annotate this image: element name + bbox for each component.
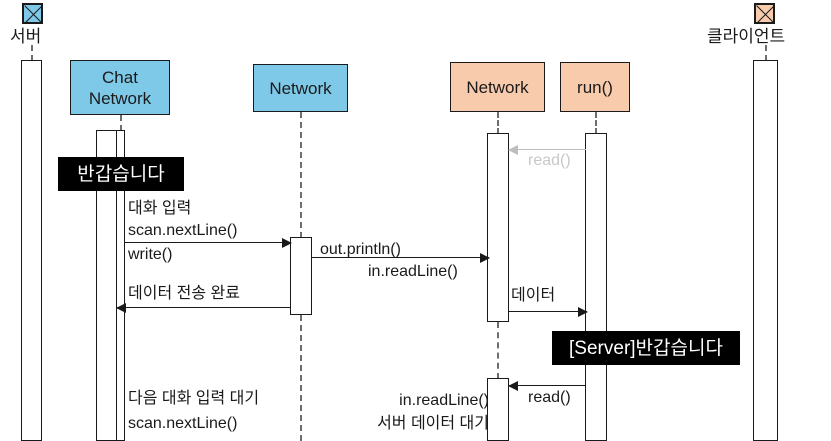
lifeline-server-network-lower [300, 315, 302, 441]
participant-client-network[interactable]: Network [450, 62, 545, 112]
console-output-client: [Server]반갑습니다 [552, 331, 740, 365]
activation-server-network [290, 237, 312, 315]
message-read-initial[interactable] [508, 145, 586, 155]
lifeline-server-network [300, 112, 302, 238]
lifeline-client [765, 45, 767, 61]
participant-label-line1: Network [269, 78, 332, 98]
participant-label-line1: Network [466, 77, 529, 97]
actor-client-label: 클라이언트 [707, 27, 786, 46]
message-out-println-label: out.println() [320, 241, 401, 258]
activation-client-run [585, 133, 607, 441]
activation-client-network [487, 133, 509, 322]
lifeline-server [31, 45, 33, 61]
note-wait-server-data-line2: 서버 데이터 대기 [377, 415, 489, 432]
message-send-complete-label: 데이터 전송 완료 [128, 285, 240, 302]
message-out-println[interactable] [312, 253, 490, 263]
note-wait-server-data-line1: in.readLine() [399, 392, 489, 409]
lifeline-client-run [595, 112, 597, 134]
lifeline-client-network [497, 112, 499, 134]
participant-chat-network[interactable]: Chat Network [70, 60, 170, 115]
participant-server-network[interactable]: Network [253, 64, 348, 112]
message-read-initial-label: read() [528, 152, 571, 169]
message-data[interactable] [509, 307, 588, 317]
lifeline-client-network-gap [497, 322, 499, 379]
actor-box-x-icon [754, 3, 775, 24]
console-output-server: 반갑습니다 [58, 157, 184, 191]
actor-server-label: 서버 [10, 27, 42, 46]
activation-client-network-lower [487, 378, 509, 441]
message-chat-input-label-line1: 대화 입력 [128, 200, 192, 217]
message-send-complete[interactable] [116, 303, 291, 313]
message-data-label: 데이터 [511, 287, 556, 304]
participant-label-line1: Chat [102, 67, 138, 87]
message-in-readline-label: in.readLine() [368, 263, 458, 280]
note-wait-next-input-line2: scan.nextLine() [128, 415, 238, 432]
message-write-label: write() [128, 246, 173, 263]
lifeline-chat-network [120, 115, 122, 131]
participant-label-line1: run() [577, 77, 613, 97]
participant-client-run[interactable]: run() [560, 62, 630, 112]
message-chat-input[interactable] [125, 238, 292, 248]
activation-chat-network [96, 130, 125, 441]
activation-server [21, 60, 42, 441]
note-wait-next-input-line1: 다음 대화 입력 대기 [128, 390, 260, 407]
message-read-final-label: read() [528, 389, 571, 406]
participant-label-line2: Network [88, 88, 152, 108]
message-chat-input-label-line2: scan.nextLine() [128, 222, 238, 239]
activation-client [753, 60, 778, 441]
message-read-final[interactable] [508, 381, 586, 391]
actor-box-x-icon [22, 3, 43, 24]
